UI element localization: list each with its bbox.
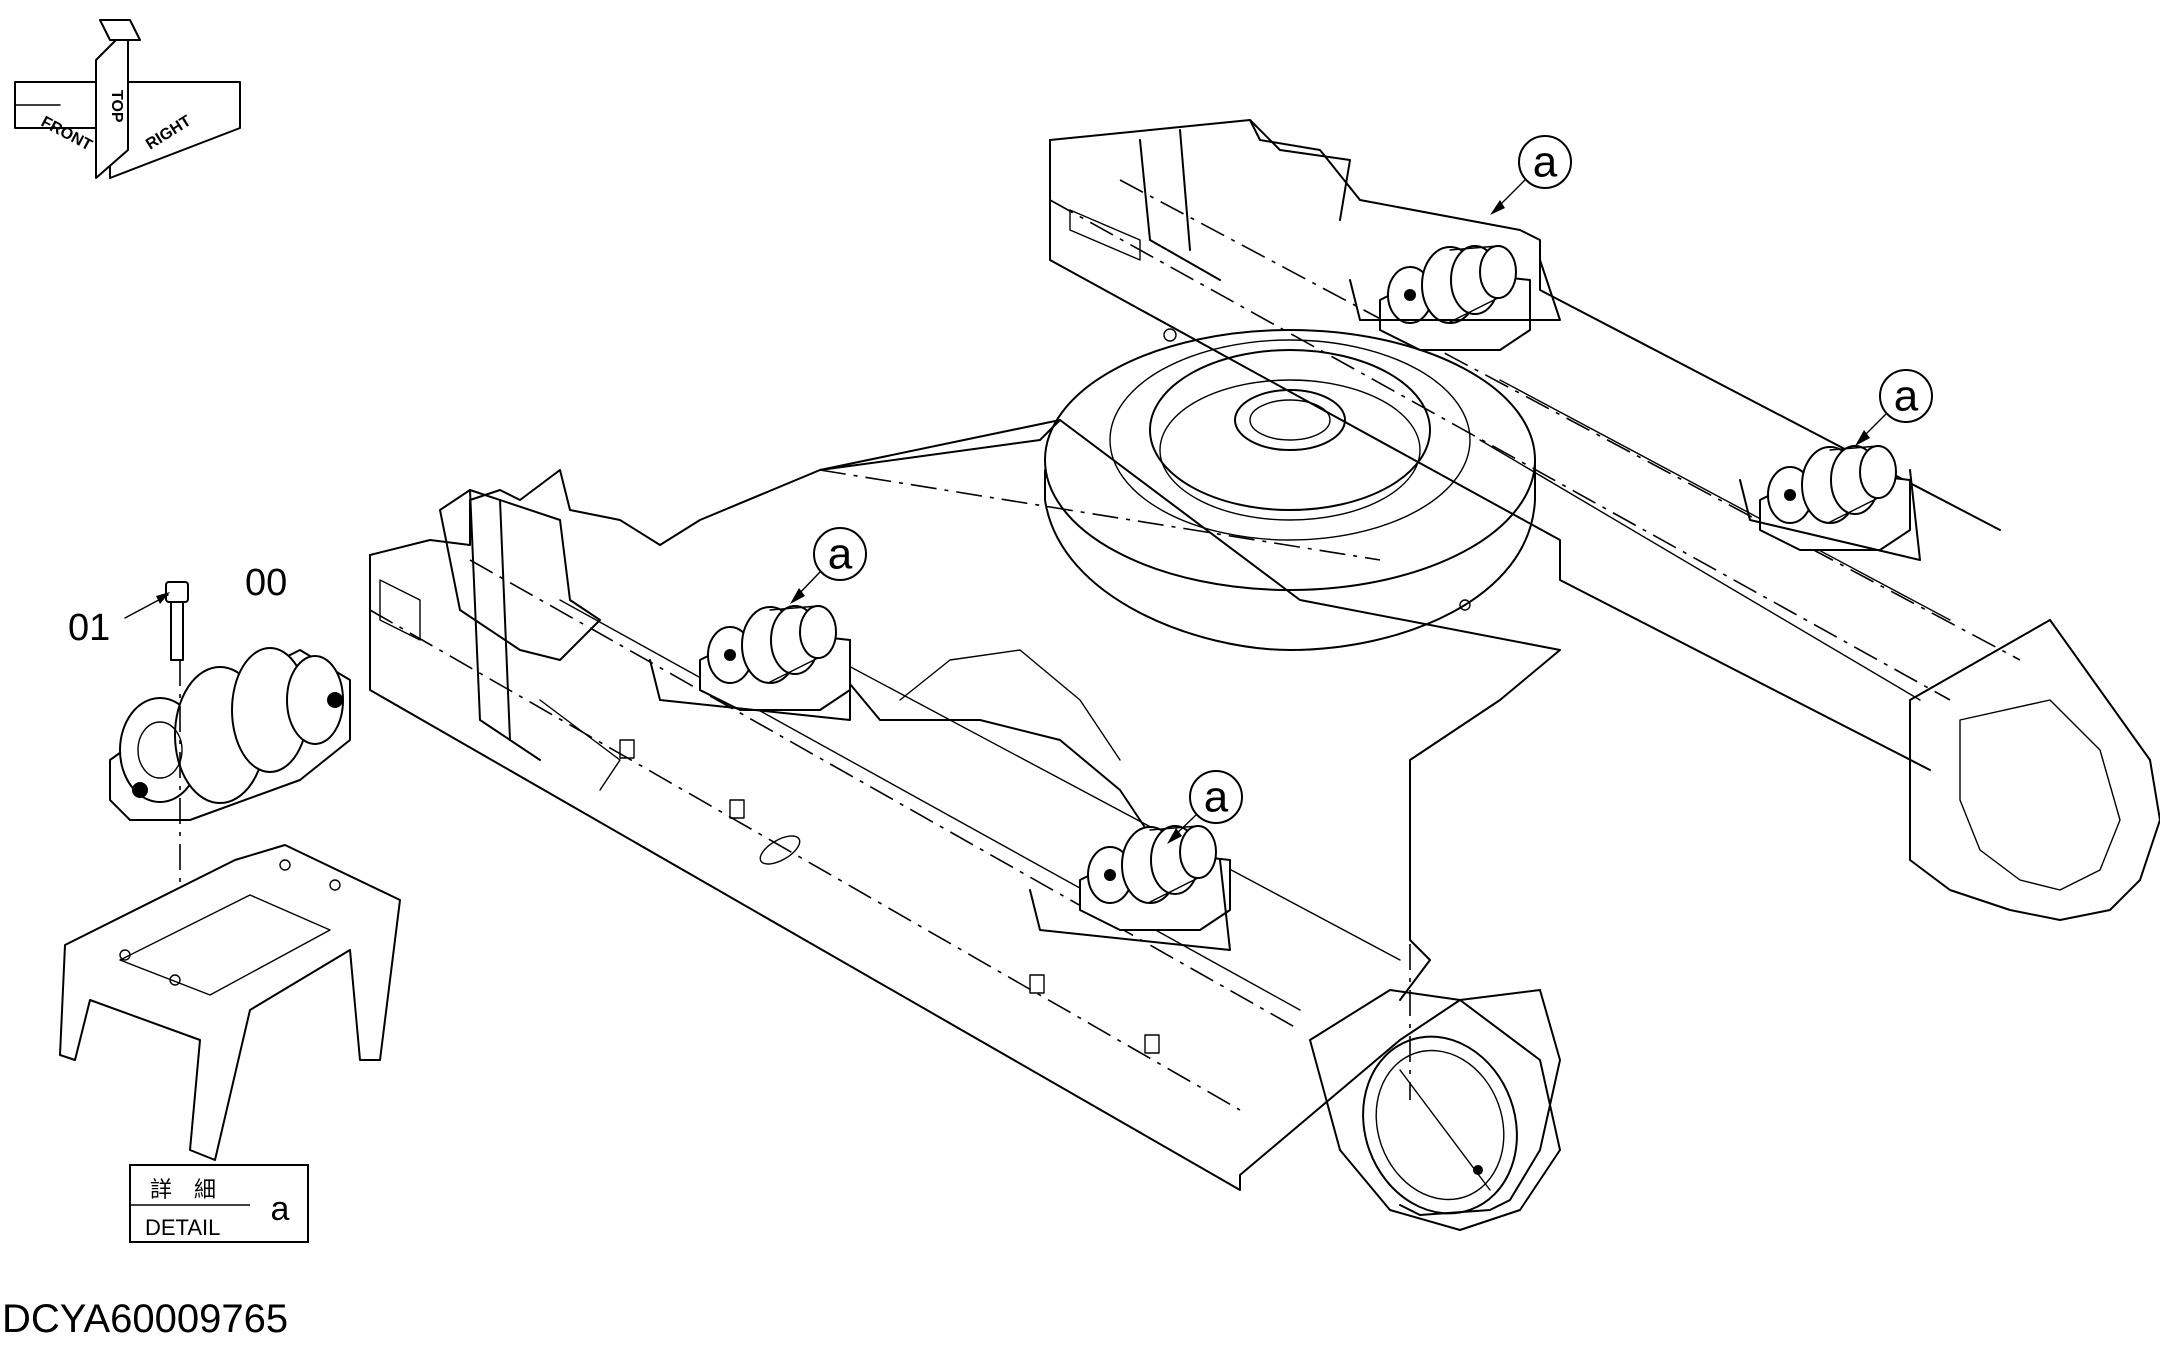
track-frame	[369, 119, 2160, 1216]
svg-text:a: a	[828, 530, 853, 579]
detail-bolt	[124, 581, 189, 661]
svg-text:a: a	[1533, 138, 1558, 187]
bolt-part-number: 01	[68, 607, 110, 649]
callout-a-4: a	[1167, 770, 1243, 844]
detail-ref-letter: a	[271, 1190, 290, 1228]
upper-roller	[1379, 245, 1531, 351]
callout-a-3: a	[790, 527, 867, 604]
drawing-id: DCYA60009765	[2, 1297, 288, 1341]
upper-roller	[1759, 445, 1911, 551]
roller-brackets	[649, 259, 1921, 951]
top-label: TOP	[108, 90, 125, 123]
upper-roller	[1079, 825, 1231, 931]
detail-legend-box: 詳 細 DETAIL a	[129, 1164, 309, 1243]
callout-a-1: a	[1490, 135, 1572, 215]
detail-english-label: DETAIL	[145, 1215, 220, 1240]
detail-japanese-label: 詳 細	[150, 1177, 216, 1202]
roller-part-number: 00	[245, 562, 287, 604]
upper-roller	[699, 605, 851, 711]
svg-text:a: a	[1894, 372, 1919, 421]
orientation-icon: FRONT TOP RIGHT	[14, 19, 241, 179]
detail-bracket	[59, 844, 401, 1161]
travel-motor-housing	[1309, 989, 1561, 1231]
swing-bearing	[1044, 328, 1536, 651]
callout-a-2: a	[1855, 369, 1933, 446]
svg-text:a: a	[1204, 773, 1229, 822]
detail-roller	[109, 647, 351, 1000]
